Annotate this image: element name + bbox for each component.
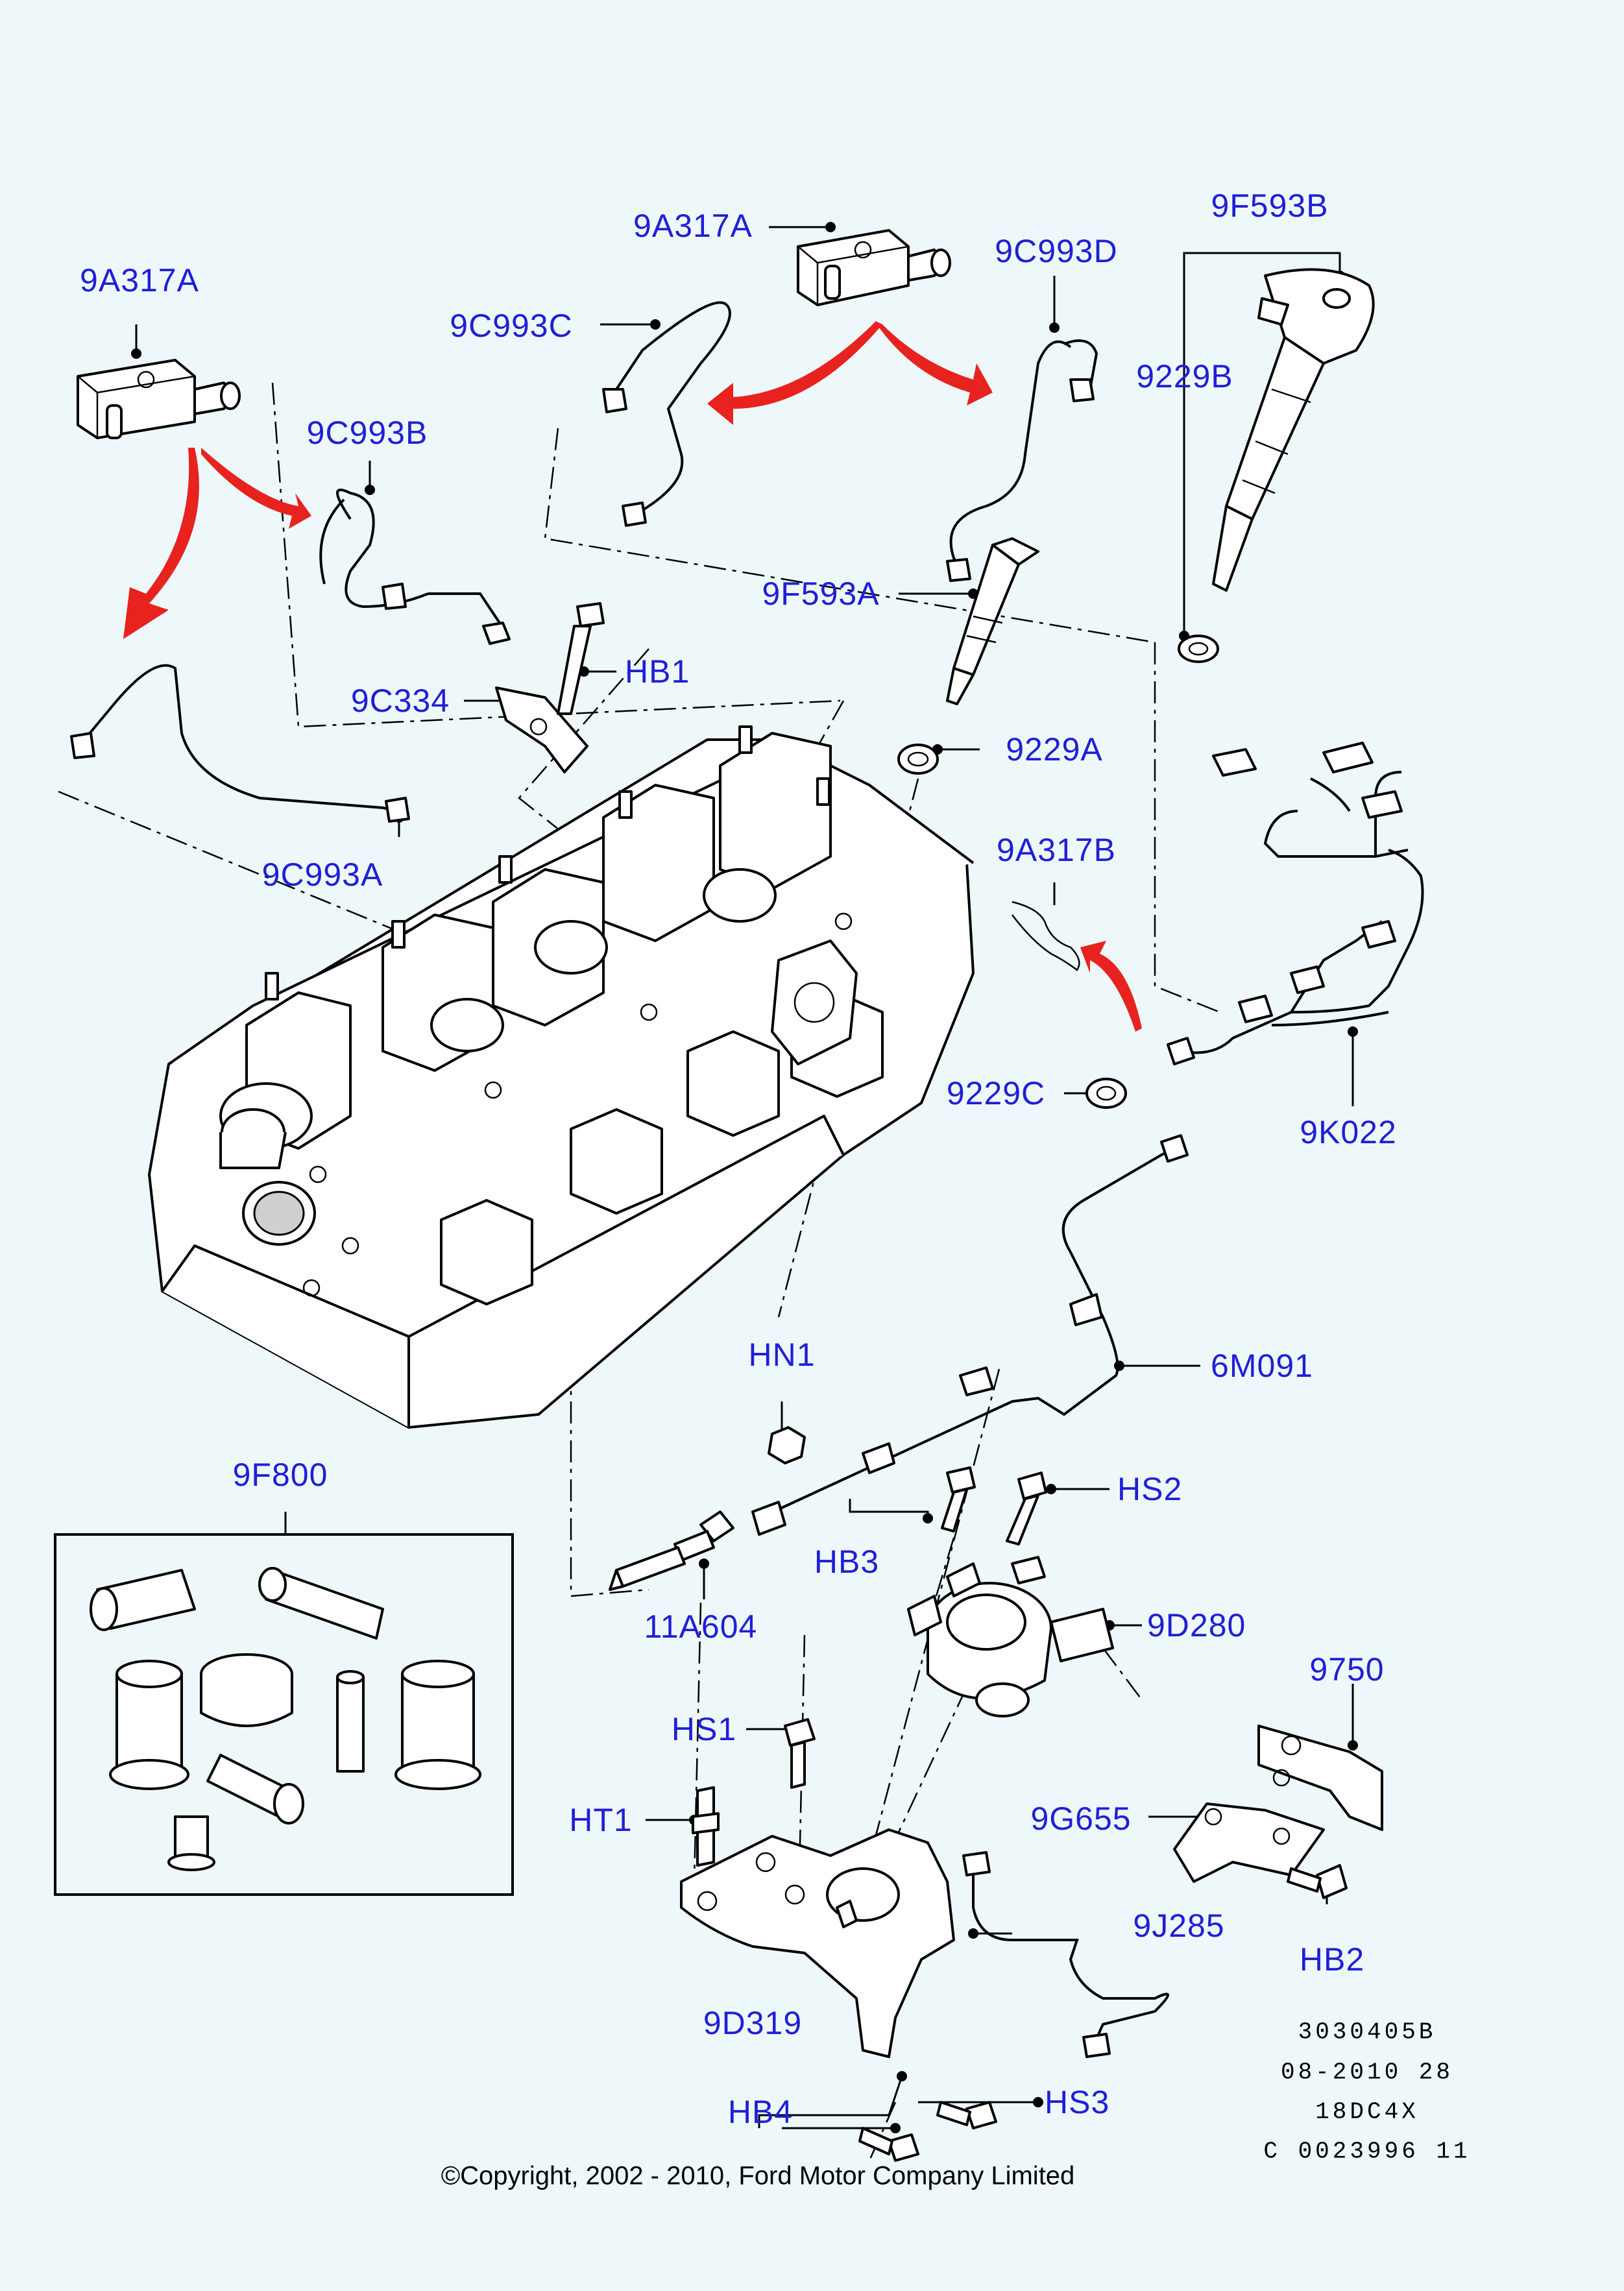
kit-sleeve-b (258, 1567, 384, 1640)
reference-line-4: C 0023996 11 (1263, 2138, 1471, 2165)
label-9229c[interactable]: 9229C (946, 1075, 1046, 1111)
label-9a317a-left[interactable]: 9A317A (80, 262, 199, 298)
callout-arrows (123, 321, 1142, 1032)
sensor-9a317a-left (77, 359, 241, 439)
label-9d280[interactable]: 9D280 (1147, 1607, 1246, 1643)
bracket-9g655 (1173, 1802, 1325, 1883)
bolt-hb4 (858, 2127, 919, 2162)
glow-plug-11a604 (609, 1510, 734, 1591)
nut-hn1 (768, 1426, 806, 1464)
callout-arrow-top-left (707, 321, 882, 425)
kit-sleeve-a (90, 1569, 196, 1631)
seal-washer-9229c (1085, 1078, 1127, 1109)
stud-ht1 (692, 1786, 720, 1867)
harness-6m091 (751, 1134, 1189, 1536)
label-9c993b[interactable]: 9C993B (306, 415, 428, 451)
label-9c334[interactable]: 9C334 (350, 683, 450, 719)
callout-arrow-top-right (879, 324, 993, 406)
seal-washer-9229a (897, 744, 939, 775)
label-9229a[interactable]: 9229A (1006, 731, 1103, 768)
fuel-line-9c993c (602, 301, 731, 527)
label-9j285[interactable]: 9J285 (1133, 1908, 1225, 1944)
bolt-hb3 (941, 1466, 976, 1533)
kit-bush-a (109, 1660, 189, 1790)
bolt-hs1 (784, 1718, 816, 1789)
kit-cap (200, 1653, 293, 1727)
cylinder-head (148, 725, 975, 1429)
harness-9k022 (1167, 742, 1424, 1065)
label-9750[interactable]: 9750 (1309, 1651, 1385, 1688)
fuel-line-9j285 (962, 1851, 1169, 2058)
label-ht1[interactable]: HT1 (569, 1802, 633, 1838)
seal-washer-9229b (1178, 635, 1219, 663)
clamp-9c334 (495, 686, 588, 773)
label-9f593a[interactable]: 9F593A (762, 576, 880, 612)
mounting-bracket-9d319 (680, 1828, 955, 2058)
label-hn1[interactable]: HN1 (748, 1337, 816, 1373)
bracket-9750 (1257, 1725, 1383, 1831)
label-hs1[interactable]: HS1 (671, 1711, 737, 1747)
callout-arrow-left-right (201, 448, 311, 529)
reference-line-1: 3030405B (1298, 2018, 1436, 2046)
label-9k022[interactable]: 9K022 (1300, 1114, 1397, 1150)
kit-screw (167, 1815, 215, 1871)
label-hb3[interactable]: HB3 (814, 1544, 880, 1580)
sensor-9a317a-top (797, 229, 951, 306)
label-6m091[interactable]: 6M091 (1211, 1348, 1313, 1384)
bolt-hs2 (1006, 1472, 1047, 1546)
label-hb4[interactable]: HB4 (727, 2094, 794, 2130)
fuel-line-9c993d (946, 339, 1098, 582)
label-hs3[interactable]: HS3 (1045, 2084, 1110, 2120)
injector-9f593a (946, 537, 1039, 705)
label-hs2[interactable]: HS2 (1117, 1471, 1183, 1507)
label-9c993a[interactable]: 9C993A (261, 856, 383, 893)
label-9d319[interactable]: 9D319 (703, 2005, 803, 2041)
vacuum-pump-9d280 (907, 1556, 1114, 1717)
fuel-line-9c993a (70, 664, 410, 823)
label-9c993c[interactable]: 9C993C (450, 308, 573, 344)
fuel-line-9c993b (319, 489, 511, 645)
clip-9a317b (1012, 901, 1080, 971)
label-9f593b[interactable]: 9F593B (1211, 188, 1329, 224)
callout-arrow-clip (1080, 941, 1142, 1032)
injector-9f593b (1212, 268, 1375, 592)
copyright-notice: ©Copyright, 2002 - 2010, Ford Motor Comp… (441, 2161, 1075, 2190)
kit-pin (336, 1670, 365, 1773)
label-hb1[interactable]: HB1 (625, 653, 690, 690)
bolt-hb1 (557, 602, 605, 715)
kit-bush-b (394, 1660, 481, 1790)
kit-9f800-box (54, 1533, 514, 1896)
reference-line-3: 18DC4X (1315, 2098, 1419, 2126)
label-9c993d[interactable]: 9C993D (995, 233, 1118, 269)
label-9g655[interactable]: 9G655 (1030, 1800, 1132, 1837)
bolt-hs3 (936, 2101, 997, 2129)
label-hb2[interactable]: HB2 (1299, 1941, 1365, 1978)
callout-arrow-left-down (123, 448, 199, 639)
bolt-hb2 (1287, 1864, 1348, 1899)
label-11a604[interactable]: 11A604 (644, 1608, 758, 1645)
label-9a317a-top[interactable]: 9A317A (633, 208, 753, 244)
kit-plunger (206, 1754, 304, 1824)
reference-line-2: 08-2010 28 (1280, 2059, 1454, 2086)
label-9f800[interactable]: 9F800 (232, 1457, 328, 1493)
label-9229b[interactable]: 9229B (1136, 358, 1233, 394)
label-9a317b[interactable]: 9A317B (997, 832, 1116, 868)
